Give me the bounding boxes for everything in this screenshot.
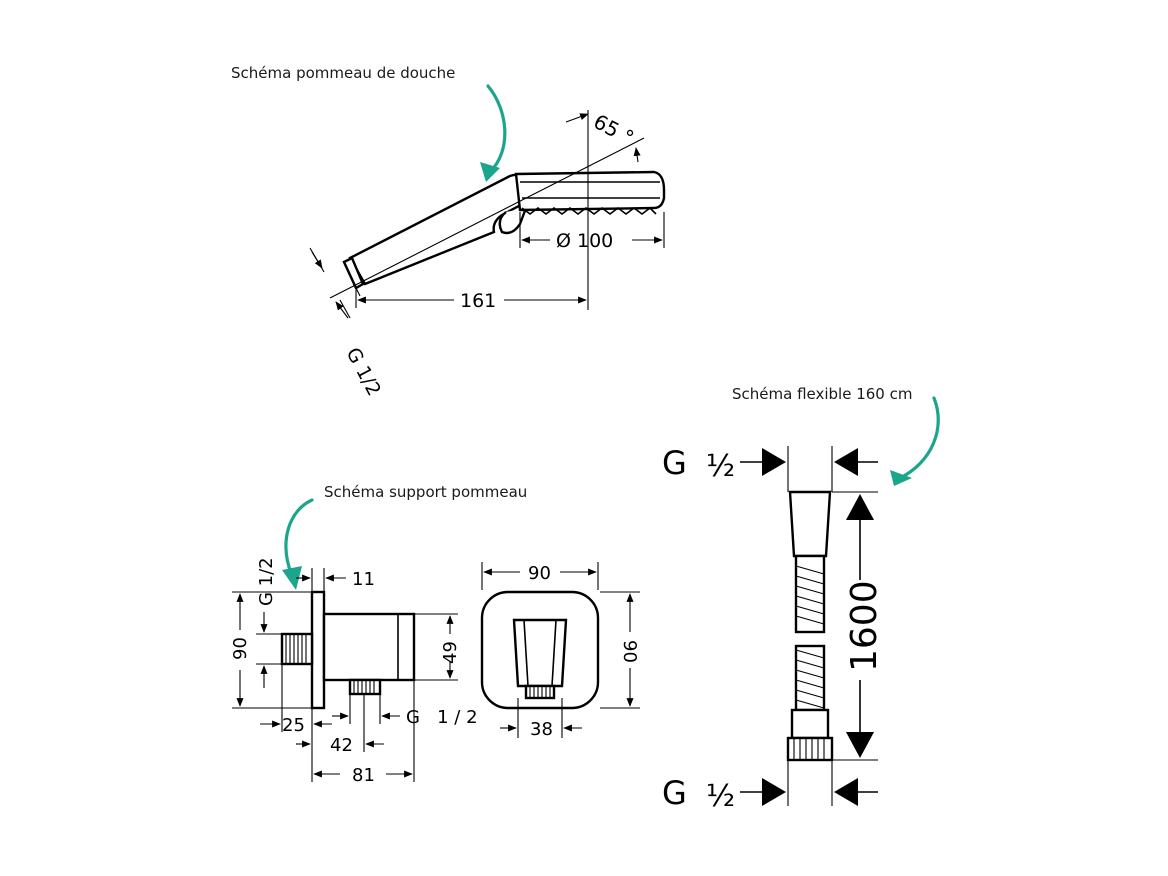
hose-top-arrow-right [762, 448, 786, 476]
wall-support-caption: Schéma support pommeau [324, 483, 528, 501]
shower-head-caption: Schéma pommeau de douche [231, 64, 456, 82]
support-nipple-thread [353, 680, 375, 694]
hose-top-arrow-left [834, 448, 858, 476]
support-stub-thread [285, 634, 307, 664]
angle-label: 65 ° [590, 109, 638, 150]
spray-nozzles [521, 206, 657, 215]
handle-axis-line [329, 137, 645, 299]
hose-bottom-g: G [662, 774, 687, 812]
thread-top-label: G 1/2 [256, 557, 277, 606]
thread-arrow-top [311, 251, 323, 269]
dim-11-label: 11 [352, 569, 375, 590]
dim-25-label: 25 [282, 715, 305, 736]
hose-top-half: ½ [706, 449, 735, 484]
front-holder-lines [523, 619, 557, 687]
diameter-label: Ø 100 [556, 230, 613, 252]
shower-head-drawing: 65 ° Ø 100 161 G 1/2 [309, 84, 666, 400]
support-pointer-arrowhead [282, 566, 302, 590]
hose-caption: Schéma flexible 160 cm [732, 385, 913, 403]
support-body [322, 612, 416, 682]
hose-length-label: 1600 [844, 580, 885, 672]
thread-label: G 1/2 [342, 344, 386, 400]
shower-head-body [514, 170, 666, 212]
front-nipple-thread [529, 686, 551, 698]
dim-42-label: 42 [330, 735, 353, 756]
shower-head-pointer-arrow [486, 84, 507, 174]
hose-drawing: G ½ 1600 [662, 396, 940, 814]
dim-49-label: 49 [440, 641, 461, 664]
angle-arrow-right [633, 147, 641, 163]
handle-thread-line [355, 287, 361, 297]
length-label: 161 [460, 290, 496, 312]
hose-nut-knurl [793, 738, 825, 760]
hose-spiral-lower [795, 649, 825, 709]
hose-top-g: G [662, 444, 687, 482]
hose-bottom-nut [786, 736, 834, 762]
hose-bot-arrow-left [834, 778, 858, 806]
handle-thread-end [342, 256, 365, 290]
front-38-label: 38 [530, 719, 553, 740]
hose-spiral-upper [795, 565, 825, 625]
wall-support-front-drawing: 90 90 38 [480, 562, 640, 740]
hose-pointer-arrowhead [890, 470, 912, 486]
hose-bot-arrow-right [762, 778, 786, 806]
hose-len-arrow-down [846, 732, 874, 758]
hose-bottom-half: ½ [706, 779, 735, 814]
support-left-stub [280, 632, 314, 666]
wall-support-side-drawing: 90 G 1/2 11 49 25 [230, 498, 478, 786]
handle-hook [498, 207, 528, 235]
hose-body-upper [794, 554, 826, 634]
thread-bottom-label: G 1 / 2 [406, 707, 478, 728]
front-height-label: 90 [619, 640, 640, 663]
hose-pointer-arrow [898, 396, 940, 480]
angle-arrow-left [565, 113, 589, 123]
support-pointer-arrow [284, 498, 314, 578]
front-width-label: 90 [528, 563, 551, 584]
hose-top-fitting [788, 490, 832, 558]
thread-arrow-bottom [335, 301, 349, 319]
front-holder [512, 618, 568, 688]
dim-90-left-label: 90 [230, 637, 251, 660]
dim-81-label: 81 [352, 765, 375, 786]
front-nipple [524, 684, 556, 700]
support-wall-plate [310, 590, 326, 710]
hose-bottom-fitting [790, 708, 830, 740]
hose-body-lower [794, 644, 826, 712]
shower-head-pointer-arrowhead [480, 162, 500, 182]
hose-len-arrow-up [846, 494, 874, 520]
